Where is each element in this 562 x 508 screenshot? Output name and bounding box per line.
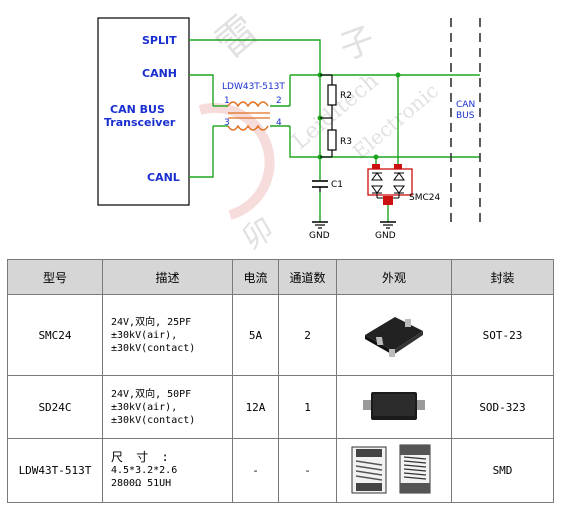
cell-current: 5A [232, 294, 279, 376]
header-description: 描述 [102, 259, 233, 295]
header-channels: 通道数 [278, 259, 337, 295]
pin-split-label: SPLIT [142, 34, 177, 47]
sot23-package-icon [365, 316, 423, 357]
cell-current: - [232, 438, 279, 503]
cell-appearance [336, 438, 452, 503]
header-current: 电流 [232, 259, 279, 295]
header-package: 封装 [451, 259, 554, 295]
desc-line: 24V,双向, 25PF [111, 316, 192, 328]
r3-label: R3 [340, 137, 352, 147]
transceiver-box [97, 17, 190, 206]
header-model: 型号 [7, 259, 103, 295]
cell-package: SOT-23 [451, 294, 554, 376]
can-bus-schematic: 雷 Leiditech 子 Electronic 卯 CAN BUS Trans… [97, 7, 481, 250]
table-row: SD24C 24V,双向, 50PF ±30kV(air), ±30kV(con… [7, 375, 554, 439]
cell-description: 24V,双向, 50PF ±30kV(air), ±30kV(contact) [102, 375, 233, 439]
cell-appearance [336, 294, 452, 376]
bus-label-2: BUS [456, 111, 475, 121]
choke-winding-icon [351, 444, 431, 494]
common-mode-choke: LDW43T-513T 1 2 3 4 [213, 82, 290, 131]
pin-canl-label: CANL [147, 171, 180, 184]
desc-line: 尺 寸 : [111, 450, 172, 464]
desc-line: 24V,双向, 50PF [111, 388, 192, 400]
cell-channels: - [278, 438, 337, 503]
ground-icon: GND [309, 221, 330, 241]
bus-label-1: CAN [456, 100, 475, 110]
ground-icon: GND [375, 221, 396, 241]
gnd-label-2: GND [375, 231, 396, 241]
desc-line: ±30kV(air), [111, 401, 178, 413]
choke-pin-3: 3 [224, 118, 230, 128]
svg-text:卯: 卯 [237, 212, 280, 250]
transceiver-label-1: CAN BUS [110, 103, 165, 116]
cell-model: SMC24 [7, 294, 103, 376]
svg-text:子: 子 [334, 19, 380, 68]
header-appearance: 外观 [336, 259, 452, 295]
choke-pin-4: 4 [276, 118, 282, 128]
table-row: SMC24 24V,双向, 25PF ±30kV(air), ±30kV(con… [7, 294, 554, 376]
choke-pin-1: 1 [224, 96, 230, 106]
tvs-label: SMC24 [409, 193, 440, 203]
c1-label: C1 [331, 180, 343, 190]
desc-line: 4.5*3.2*2.6 [111, 465, 178, 476]
gnd-label-1: GND [309, 231, 330, 241]
cell-model: LDW43T-513T [7, 438, 103, 503]
cell-package: SMD [451, 438, 554, 503]
can-bus-lines: CAN BUS [450, 18, 481, 228]
desc-line: ±30kV(contact) [111, 414, 196, 426]
resistor-r2: R2 [327, 75, 352, 118]
cell-appearance [336, 375, 452, 439]
tvs-diode-smc24: SMC24 [367, 164, 440, 222]
cell-channels: 1 [278, 375, 337, 439]
cell-current: 12A [232, 375, 279, 439]
svg-text:雷: 雷 [207, 7, 267, 68]
table-row: LDW43T-513T 尺 寸 : 4.5*3.2*2.6 2800Ω 51UH… [7, 438, 554, 503]
choke-pin-2: 2 [276, 96, 282, 106]
cell-description: 尺 寸 : 4.5*3.2*2.6 2800Ω 51UH [102, 438, 233, 503]
cell-description: 24V,双向, 25PF ±30kV(air), ±30kV(contact) [102, 294, 233, 376]
desc-line: ±30kV(air), [111, 329, 178, 341]
resistor-r3: R3 [327, 118, 352, 157]
desc-line: ±30kV(contact) [111, 342, 196, 354]
spec-table: 型号 描述 电流 通道数 外观 封装 SMC24 24V,双向, 25PF ±3… [7, 259, 554, 503]
cell-package: SOD-323 [451, 375, 554, 439]
table-header-row: 型号 描述 电流 通道数 外观 封装 [7, 259, 554, 295]
cell-channels: 2 [278, 294, 337, 376]
pin-canh-label: CANH [142, 67, 177, 80]
desc-line: 2800Ω 51UH [111, 478, 172, 489]
transceiver-label-2: Transceiver [104, 116, 176, 129]
sod323-package-icon [363, 391, 425, 420]
choke-label: LDW43T-513T [222, 82, 285, 92]
cell-model: SD24C [7, 375, 103, 439]
r2-label: R2 [340, 91, 352, 101]
capacitor-c1: C1 [312, 180, 343, 192]
